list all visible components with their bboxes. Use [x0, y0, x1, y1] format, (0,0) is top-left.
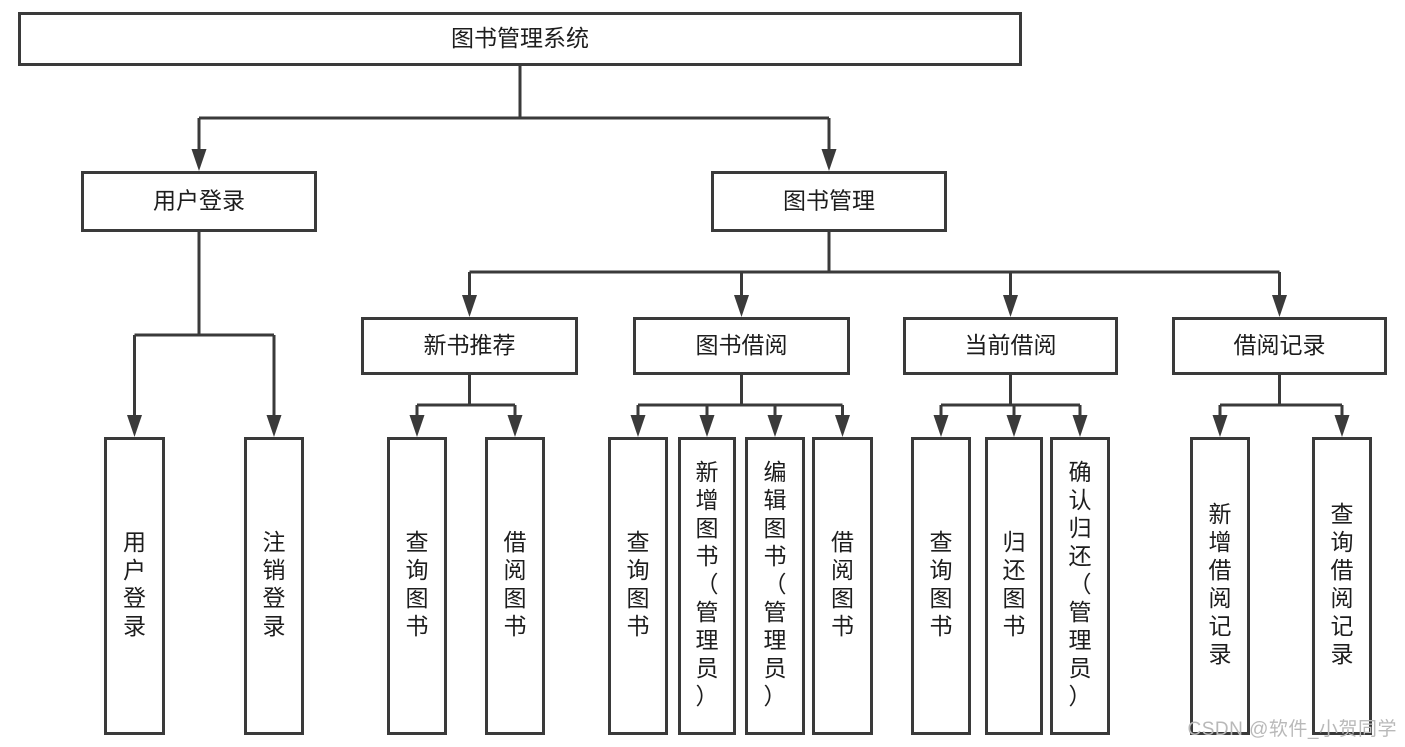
node-box: [244, 437, 304, 735]
arrow-head-l3_borrow_record: [1272, 295, 1287, 317]
node-l4-edit-book[interactable]: 编辑图书（管理员）: [745, 437, 805, 735]
node-box: [361, 317, 578, 375]
arrow-head-l3_book_borrow: [734, 295, 749, 317]
edge-group-l3_book_borrow: [630, 375, 850, 437]
arrow-head-l3_new_book_rec: [462, 295, 477, 317]
node-box: [911, 437, 971, 735]
arrow-head-l4_user_login: [127, 415, 142, 437]
node-label: 新增借阅记录: [1209, 501, 1232, 667]
node-label: 用户登录: [123, 529, 146, 639]
node-l4-query-book-1[interactable]: 查询图书: [387, 437, 447, 735]
node-box: [633, 317, 850, 375]
node-root[interactable]: 图书管理系统: [18, 12, 1022, 66]
node-box: [608, 437, 668, 735]
edge-group-root: [191, 66, 837, 171]
arrow-head-l4_query_book_2: [630, 415, 646, 437]
node-l4-query-book-2[interactable]: 查询图书: [608, 437, 668, 735]
arrow-head-l4_add_record: [1212, 415, 1228, 437]
node-l2-user-login[interactable]: 用户登录: [81, 171, 317, 232]
arrow-head-l4_borrow_book_2: [835, 415, 850, 437]
nodes-layer: 图书管理系统用户登录图书管理新书推荐图书借阅当前借阅借阅记录用户登录注销登录查询…: [18, 12, 1387, 735]
node-l3-new-book-rec[interactable]: 新书推荐: [361, 317, 578, 375]
node-label: 归还图书: [1003, 529, 1026, 639]
node-l4-return-book[interactable]: 归还图书: [985, 437, 1043, 735]
arrow-head-l4_query_record: [1334, 415, 1350, 437]
node-label: 查询图书: [406, 529, 429, 639]
node-box: [1190, 437, 1250, 735]
node-box: [485, 437, 545, 735]
arrow-head-l4_query_book_1: [409, 415, 425, 437]
node-label: 新增图书（管理员）: [696, 459, 719, 709]
node-box: [985, 437, 1043, 735]
watermark-label: CSDN @软件_小贺同学: [1187, 719, 1397, 740]
node-label: 确认归还（管理员）: [1069, 459, 1092, 709]
node-label: 查询借阅记录: [1331, 501, 1354, 667]
node-label: 查询图书: [627, 529, 650, 639]
node-l4-query-book-3[interactable]: 查询图书: [911, 437, 971, 735]
node-box: [1312, 437, 1372, 735]
node-l3-current-borrow[interactable]: 当前借阅: [903, 317, 1118, 375]
node-box: [745, 437, 805, 735]
node-box: [1050, 437, 1110, 735]
arrow-head-l2_book_mgmt: [821, 149, 837, 171]
node-l4-logout[interactable]: 注销登录: [244, 437, 304, 735]
node-box: [387, 437, 447, 735]
arrow-head-l4_logout: [266, 415, 282, 437]
node-label: 借阅记录: [1234, 332, 1326, 358]
node-label: 当前借阅: [965, 332, 1057, 358]
arrow-head-l4_borrow_book_1: [507, 415, 523, 437]
edge-group-l3_borrow_record: [1212, 375, 1350, 437]
node-label: 用户登录: [153, 188, 245, 214]
node-label: 借阅图书: [831, 529, 854, 639]
arrow-head-l4_query_book_3: [933, 415, 949, 437]
arrow-head-l2_user_login: [191, 149, 207, 171]
arrow-head-l3_current_borrow: [1003, 295, 1018, 317]
edge-group-l2_user_login: [127, 232, 282, 437]
node-label: 查询图书: [930, 529, 953, 639]
node-label: 图书借阅: [696, 332, 788, 358]
node-l4-borrow-book-1[interactable]: 借阅图书: [485, 437, 545, 735]
node-l3-book-borrow[interactable]: 图书借阅: [633, 317, 850, 375]
arrow-head-l4_add_book: [699, 415, 715, 437]
node-box: [18, 12, 1022, 66]
node-l4-query-record[interactable]: 查询借阅记录: [1312, 437, 1372, 735]
edge-group-l2_book_mgmt: [462, 232, 1287, 317]
node-box: [903, 317, 1118, 375]
node-box: [1172, 317, 1387, 375]
node-box: [104, 437, 165, 735]
arrow-head-l4_return_book: [1006, 415, 1022, 437]
edges-layer: [127, 66, 1350, 437]
node-l3-borrow-record[interactable]: 借阅记录: [1172, 317, 1387, 375]
node-box: [812, 437, 873, 735]
arrow-head-l4_edit_book: [767, 415, 783, 437]
node-box: [711, 171, 947, 232]
node-box: [81, 171, 317, 232]
node-l4-confirm-return[interactable]: 确认归还（管理员）: [1050, 437, 1110, 735]
edge-group-l3_current_borrow: [933, 375, 1088, 437]
node-l4-add-book[interactable]: 新增图书（管理员）: [678, 437, 736, 735]
node-label: 注销登录: [263, 529, 286, 639]
node-l4-user-login[interactable]: 用户登录: [104, 437, 165, 735]
edge-group-l3_new_book_rec: [409, 375, 523, 437]
node-label: 新书推荐: [424, 332, 516, 358]
node-label: 图书管理: [783, 188, 875, 214]
node-l4-borrow-book-2[interactable]: 借阅图书: [812, 437, 873, 735]
node-l2-book-mgmt[interactable]: 图书管理: [711, 171, 947, 232]
arrow-head-l4_confirm_return: [1072, 415, 1088, 437]
node-label: 编辑图书（管理员）: [764, 459, 787, 709]
node-label: 图书管理系统: [451, 25, 589, 51]
node-box: [678, 437, 736, 735]
node-label: 借阅图书: [504, 529, 527, 639]
node-l4-add-record[interactable]: 新增借阅记录: [1190, 437, 1250, 735]
